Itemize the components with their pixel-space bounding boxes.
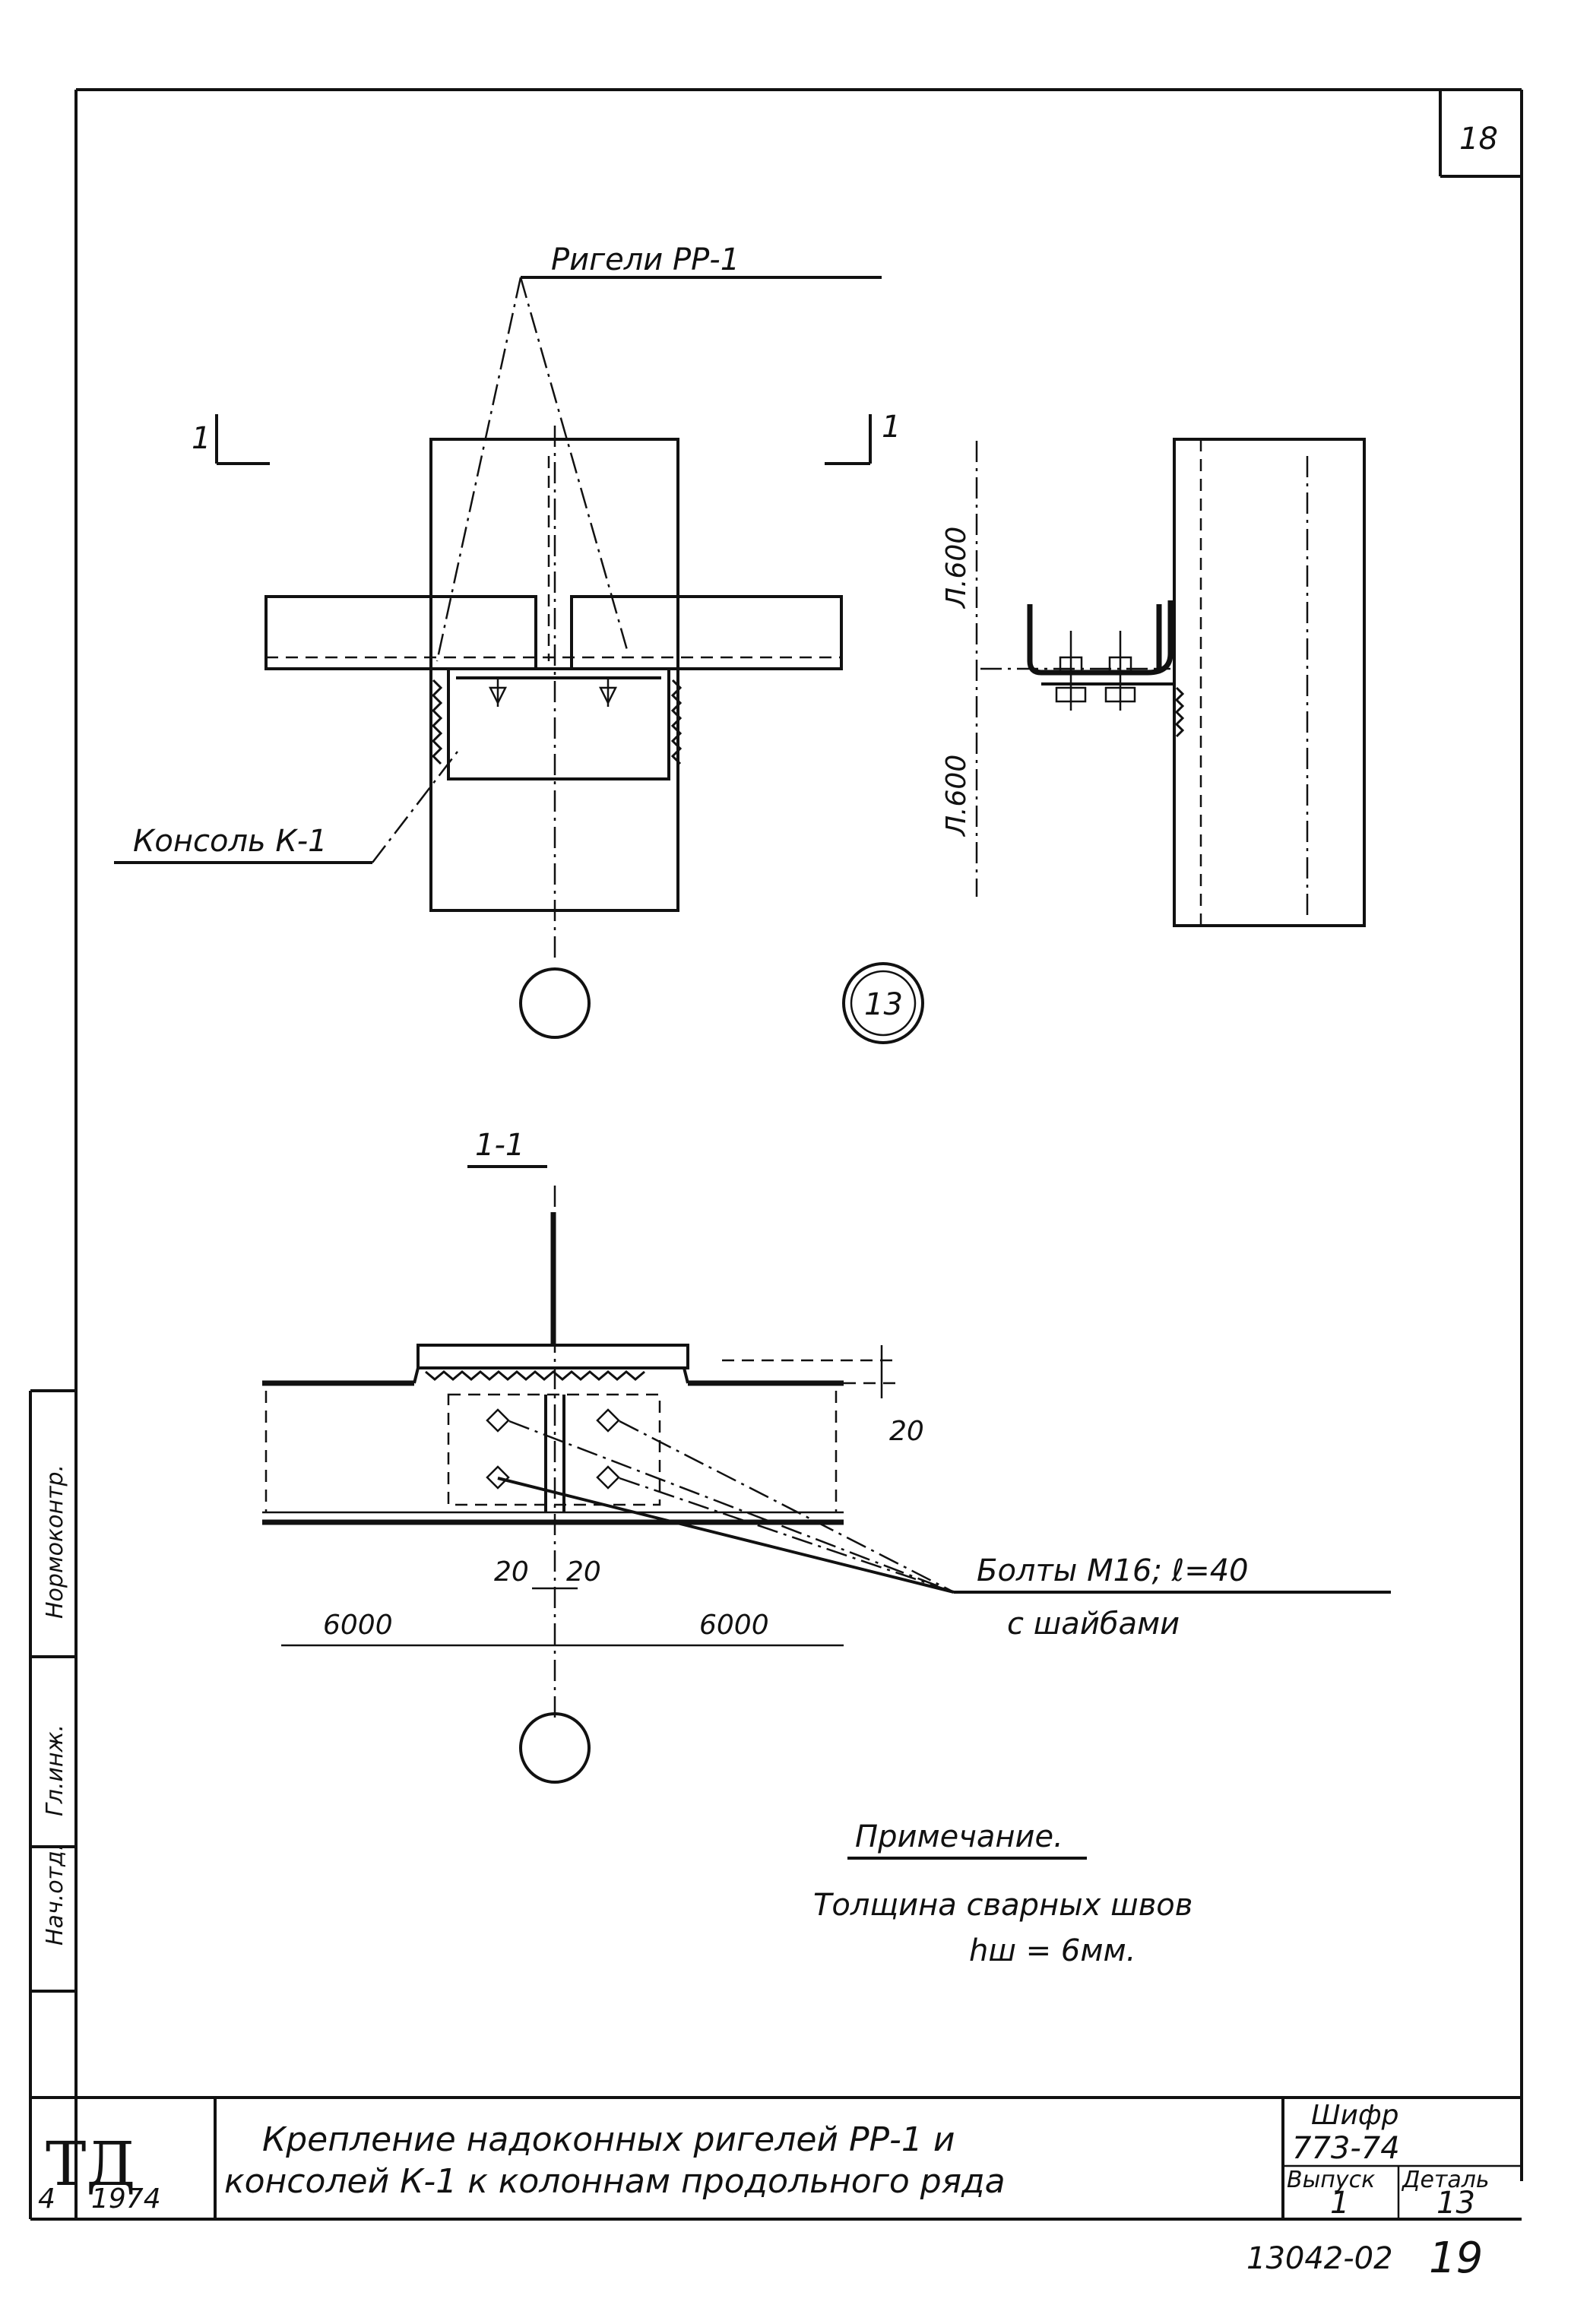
note-line1: Толщина сварных швов [813,1888,1193,1923]
bolts-label-line2: с шайбами [1007,1607,1180,1642]
elevation-lower: Л.600 [941,755,972,837]
issue-value: 1 [1330,2186,1349,2221]
side-strip: Нач.отд. Гл.инж. Нормоконтр. [30,1389,76,1993]
detail-value: 13 [1436,2186,1475,2221]
side-strip-2: Гл.инж. [42,1724,68,1816]
side-strip-1: Нач.отд. [42,1844,68,1946]
sheet-number-box: 18 [1439,90,1522,178]
sheet-number: 18 [1459,122,1498,157]
cipher-value: 773-74 [1292,2131,1400,2166]
archive-stamp: 13042-02 19 [1246,2234,1483,2283]
detail-marker-number: 13 [864,987,903,1022]
title-line2: консолей К-1 к колоннам продольного ряда [224,2162,1006,2201]
section-1-1: 1-1 20 20 20 6000 [262,1128,1391,1784]
note-block: Примечание. Толщина сварных швов hш = 6м… [813,1819,1193,1968]
console-label: Консоль К-1 [133,824,328,859]
left-margin-number: 4 [38,2183,55,2215]
side-strip-3: Нормоконтр. [42,1464,68,1619]
issue-label: Выпуск [1287,2167,1375,2193]
elevation-view: Ригели РР-1 1 1 [114,242,901,1039]
year: 1974 [91,2183,161,2215]
detail-label: Деталь [1401,2167,1490,2193]
span-left: 6000 [323,1610,393,1641]
org-mark: ТД [46,2129,135,2199]
stamp-page: 19 [1429,2234,1483,2283]
cipher-label: Шифр [1311,2100,1399,2131]
dim-20-left: 20 [494,1556,529,1588]
sheet-frame [29,88,1523,2221]
detail-marker: 13 [842,962,924,1044]
section-mark-left: 1 [192,421,211,456]
elevation-upper: Л.600 [941,527,972,609]
side-detail: Л.600 Л.600 [941,438,1366,927]
span-right: 6000 [699,1610,769,1641]
section-title: 1-1 [475,1128,524,1163]
section-mark-right: 1 [882,410,901,445]
axis-bubble-top [519,967,591,1039]
stamp-code: 13042-02 [1246,2241,1393,2276]
title-block: ТД 4 1974 Крепление надоконных ригелей Р… [30,2096,1522,2221]
title-line1: Крепление надоконных ригелей РР-1 и [262,2120,955,2159]
rigels-label: Ригели РР-1 [551,242,740,277]
bolts-label-line1: Болты М16; ℓ=40 [977,1553,1249,1588]
console-k1 [431,667,683,780]
axis-bubble-bottom [519,1712,591,1784]
note-heading: Примечание. [855,1819,1063,1854]
note-line2: hш = 6мм. [969,1933,1135,1968]
dim-20-right: 20 [889,1416,924,1447]
dim-20-mid: 20 [566,1556,601,1588]
beam-right [570,595,843,670]
